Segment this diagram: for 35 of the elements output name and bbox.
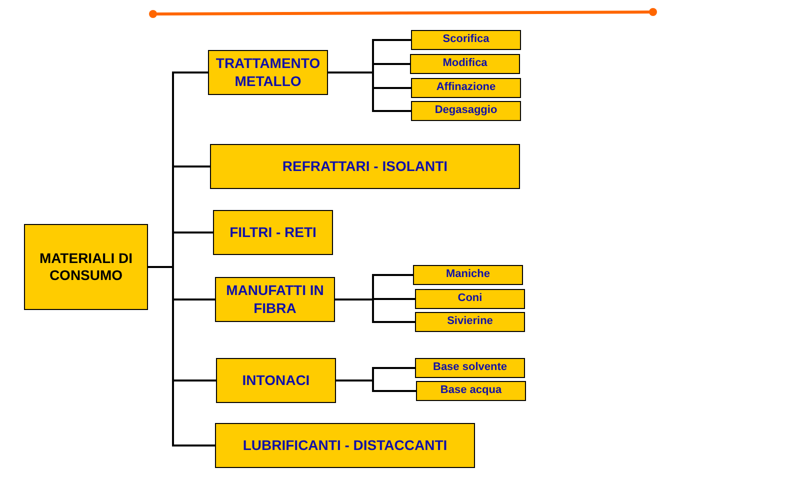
box-label: Base solvente bbox=[433, 361, 507, 375]
connector-line bbox=[328, 72, 411, 112]
category-box bbox=[411, 78, 521, 98]
box-label: Base acqua bbox=[440, 384, 502, 398]
category-box bbox=[410, 54, 520, 74]
box-label: MANUFATTI IN FIBRA bbox=[225, 282, 325, 317]
category-box bbox=[411, 101, 521, 121]
box-label: INTONACI bbox=[242, 372, 310, 390]
category-box bbox=[215, 423, 475, 468]
category-box bbox=[415, 289, 525, 309]
box-label: Sivierine bbox=[447, 315, 493, 329]
category-box bbox=[416, 381, 526, 401]
box-label: REFRATTARI - ISOLANTI bbox=[282, 158, 448, 176]
category-box bbox=[413, 265, 523, 285]
box-label: Scorifica bbox=[442, 33, 490, 47]
category-box bbox=[210, 144, 520, 189]
category-box bbox=[215, 277, 335, 322]
box-label: MATERIALI DI CONSUMO bbox=[38, 250, 134, 284]
box-label: Coni bbox=[458, 292, 482, 306]
category-box bbox=[213, 210, 333, 255]
category-box bbox=[24, 224, 148, 310]
box-label: TRATTAMENTO METALLO bbox=[214, 55, 322, 90]
category-box bbox=[411, 30, 521, 50]
connector-line bbox=[336, 380, 416, 392]
box-label: Modifica bbox=[442, 57, 488, 71]
category-box bbox=[216, 358, 336, 403]
box-label: LUBRIFICANTI - DISTACCANTI bbox=[242, 436, 448, 454]
category-box bbox=[415, 358, 525, 378]
category-box bbox=[415, 312, 525, 332]
box-label: Degasaggio bbox=[434, 104, 498, 118]
category-box bbox=[208, 50, 328, 95]
box-label: FILTRI - RETI bbox=[230, 224, 316, 242]
connector-line bbox=[335, 298, 415, 323]
box-label: Affinazione bbox=[436, 81, 496, 95]
box-label: Maniche bbox=[446, 268, 490, 282]
